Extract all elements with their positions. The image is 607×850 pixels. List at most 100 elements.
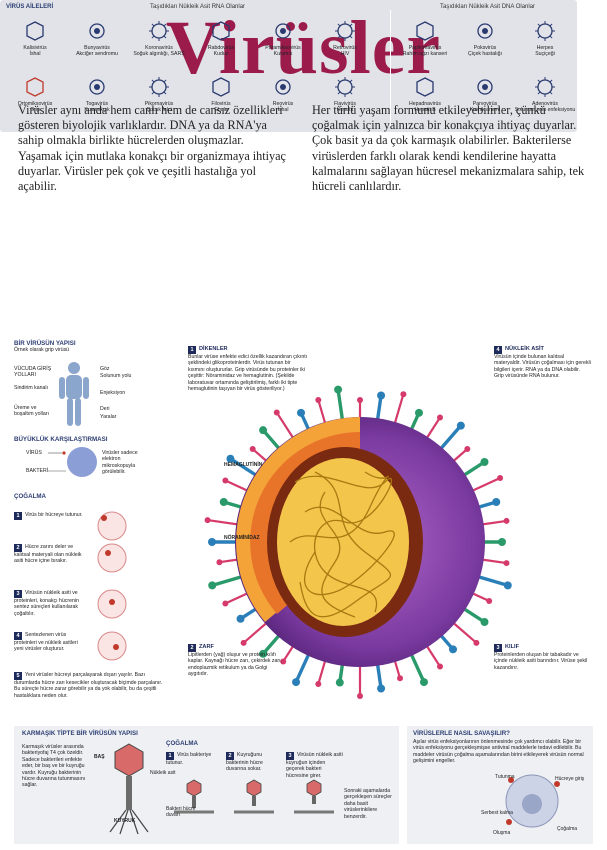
virus-spike	[470, 591, 490, 602]
virus-family-name: Reovirüs	[272, 101, 294, 107]
virus-spike	[461, 460, 486, 478]
virus-spikes	[204, 385, 512, 699]
complex-step-graphic	[174, 779, 214, 814]
virus-spike	[476, 574, 509, 588]
size-virus-label: VİRÜS	[26, 450, 42, 456]
virus-spike-tip	[419, 678, 428, 687]
structure-subtitle: Örnek olarak grip virüsü	[14, 347, 70, 353]
virus-spike	[261, 633, 282, 655]
label-cell-wall: Bakteri hücre duvarı	[166, 806, 196, 818]
label-neuraminidase: NÖRAMİNİDAZ	[224, 535, 260, 541]
virus-spike-tip	[208, 538, 216, 546]
intro-left: Virüsler aynı anda hem canlı hem de cans…	[18, 103, 286, 194]
size-comparison-graphic	[48, 447, 97, 477]
label-tail: KUYRUK	[114, 818, 136, 824]
virus-spike-tip	[498, 538, 506, 546]
families-title: VİRÜS AİLELERİ	[6, 4, 54, 10]
virus-spike-tip	[226, 454, 235, 463]
virus-family-name: Parvovirüs	[472, 101, 498, 107]
replication-step-graphic	[97, 511, 127, 541]
virus-spike-tip	[397, 675, 404, 682]
virus-spike-tip	[219, 497, 228, 506]
virus-spike	[451, 448, 469, 463]
size-note: Virüsler sadece elektron mikroskopuyla g…	[102, 450, 138, 476]
influenza-virus-illustration	[204, 385, 512, 699]
complex-title: KARMAŞIK TİPTE BİR VİRÜSÜN YAPISI	[22, 730, 138, 737]
fight-text: Aşılar virüs enfeksiyonlarının önlenmesi…	[413, 739, 584, 765]
virus-family-disease: Kuduz	[213, 51, 229, 58]
virus-nucleic-acid	[277, 458, 409, 626]
virus-spike	[317, 399, 327, 426]
virus-spike-tip	[400, 391, 407, 398]
body-label-entry: VÜCUDA GİRİŞ YOLLARI	[14, 366, 52, 379]
virus-family-disease: Ebola	[214, 107, 228, 114]
bacteriophage-graphic	[109, 743, 149, 835]
virus-family-name: Adenovirüs	[532, 101, 558, 107]
body-label-respiratory: Solunum yolu	[100, 373, 132, 379]
virus-spike	[294, 652, 311, 683]
virus-family-name: Kalisivirüs	[23, 45, 47, 51]
virus-spike	[219, 558, 240, 564]
virus-spike	[242, 621, 269, 644]
virus-spike-tip	[204, 517, 211, 524]
virus-spike-tip	[236, 614, 245, 623]
virus-spike	[275, 411, 295, 440]
intro-right: Her türlü yaşam formunu etkileyebilirler…	[312, 103, 585, 194]
label-hemagglutinin: HEMAGLUTİNİN	[224, 462, 263, 468]
families-divider	[390, 10, 391, 126]
virus-spike	[393, 393, 405, 426]
fight-title: VİRÜSLERLE NASIL SAVAŞILIR?	[413, 730, 510, 737]
virus-spike	[375, 662, 383, 689]
virus-spike-tip	[357, 397, 363, 403]
virus-spike-tip	[222, 477, 229, 484]
structure-title: BİR VİRÜSÜN YAPISI	[14, 340, 76, 347]
replication-title: ÇOĞALMA	[14, 493, 46, 500]
virus-spike	[409, 652, 426, 683]
virus-spike	[480, 558, 507, 565]
human-body-figure	[59, 362, 89, 426]
virus-spike	[425, 416, 441, 440]
label-nucleic: Nükleik asit	[150, 770, 176, 776]
virus-spike-tip	[414, 408, 423, 417]
virus-family-name: Retrovirüs	[333, 45, 357, 51]
virus-spike-tip	[456, 421, 465, 430]
virus-spike	[438, 424, 463, 451]
body-label-injection: Enjeksiyon	[100, 390, 126, 396]
replication-step-graphic	[97, 631, 127, 661]
virus-spike-tip	[259, 649, 268, 658]
virus-spike-tip	[486, 597, 493, 604]
virus-family-disease: Rahim ağzı kanseri	[402, 51, 448, 58]
virus-spike-tip	[497, 475, 504, 482]
replication-step-graphic	[97, 543, 127, 573]
virus-spike-tip	[377, 684, 386, 693]
virus-family-name: Flavivirüs	[334, 101, 356, 107]
virus-spike-tip	[334, 385, 343, 394]
fight-label-replication: Çoğalma	[557, 826, 578, 832]
virus-spike	[207, 518, 240, 526]
virus-family-name: Rabdovirüs	[207, 45, 235, 51]
virus-family-disease: Akciğer sendromu	[76, 51, 118, 58]
virus-family-disease: İshal	[277, 107, 289, 114]
virus-spike-tip	[357, 693, 363, 699]
fight-virus-panel: VİRÜSLERLE NASIL SAVAŞILIR? Aşılar virüs…	[407, 726, 593, 844]
virus-spike-tip	[437, 663, 444, 670]
virus-family-disease: Soğuk algınlığı, SARS	[133, 51, 185, 58]
page-title: Virüsler	[165, 6, 442, 90]
virus-spike-tip	[503, 560, 510, 567]
virus-families-panel: VİRÜS AİLELERİ Taşıdıkları Nükleik Asit …	[0, 0, 577, 132]
virus-family-disease: Kızamık	[273, 51, 293, 58]
virus-spike-tip	[216, 559, 223, 566]
